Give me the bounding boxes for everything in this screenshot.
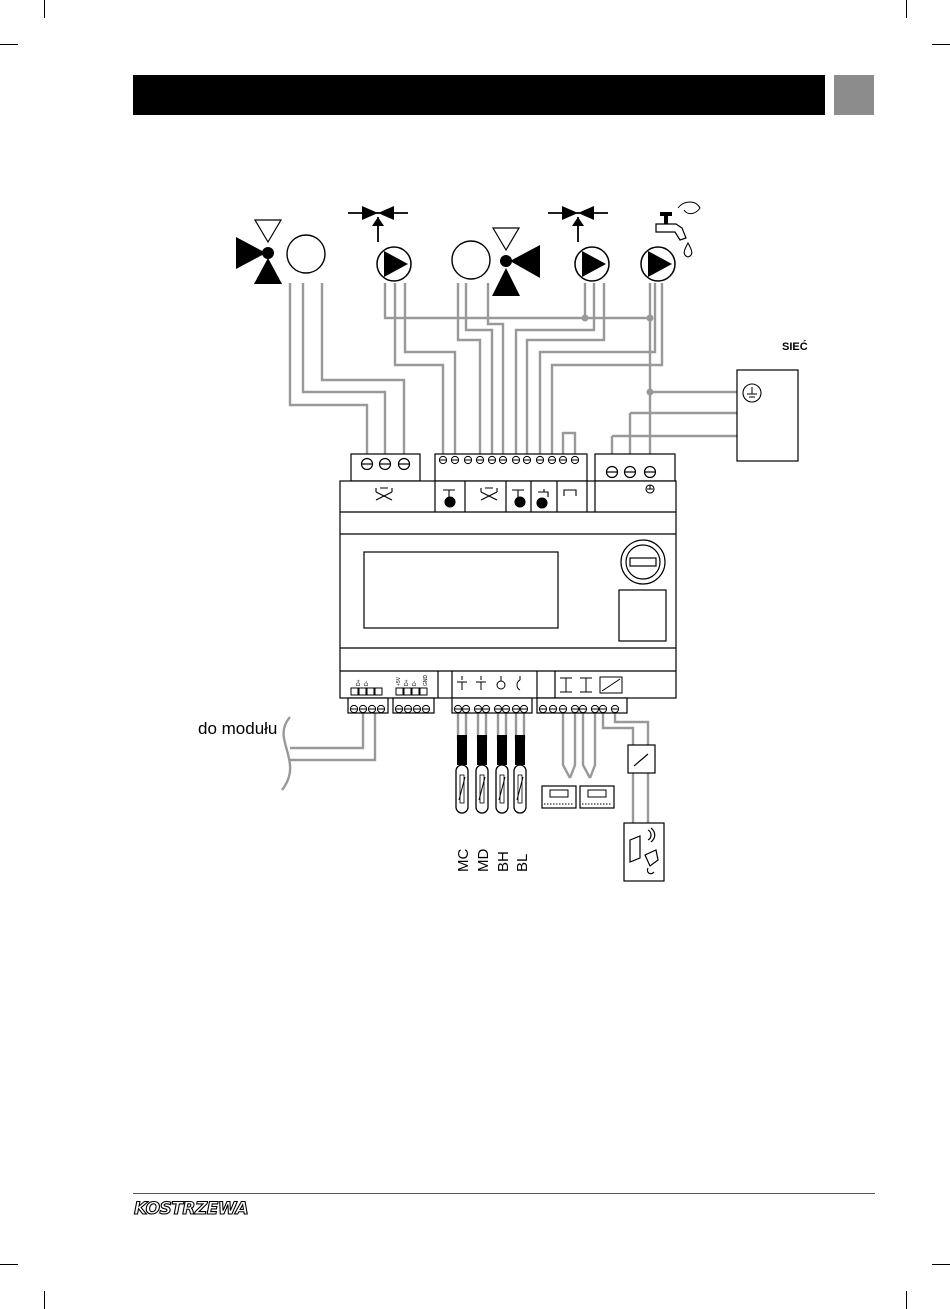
hot-water-tap-icon <box>641 202 700 281</box>
brand-logo: KOSTRZEWA <box>134 1199 248 1219</box>
module-label: do modułu <box>198 719 277 739</box>
bus-pin-label: D- <box>364 680 370 686</box>
thermostat-icon <box>580 786 614 808</box>
footer-rule <box>133 1193 875 1194</box>
sensor-label-bh: BH <box>495 851 512 872</box>
sensor-label-mc: MC <box>455 849 472 872</box>
temperature-sensor-icon <box>514 735 526 813</box>
power-pin-label: D+ <box>404 679 410 686</box>
power-pin-label: +5V <box>396 676 402 686</box>
thermostat-icon <box>542 786 576 808</box>
mains-label: SIEĆ <box>782 341 808 353</box>
sensor-label-md: MD <box>475 849 492 872</box>
mains-box <box>737 370 798 461</box>
pump-icon <box>548 206 609 281</box>
sensor-label-bl: BL <box>514 854 531 872</box>
temperature-sensor-icon <box>496 735 508 813</box>
temperature-sensor-icon <box>476 735 488 813</box>
power-pin-label: GND <box>423 675 429 687</box>
power-pin-label: D- <box>412 680 418 686</box>
mixing-valve-icon <box>236 220 325 284</box>
temperature-sensor-icon <box>456 735 468 813</box>
pump-icon <box>348 206 411 281</box>
bus-pin-label: D+ <box>356 679 362 686</box>
alarm-icon <box>624 745 664 881</box>
